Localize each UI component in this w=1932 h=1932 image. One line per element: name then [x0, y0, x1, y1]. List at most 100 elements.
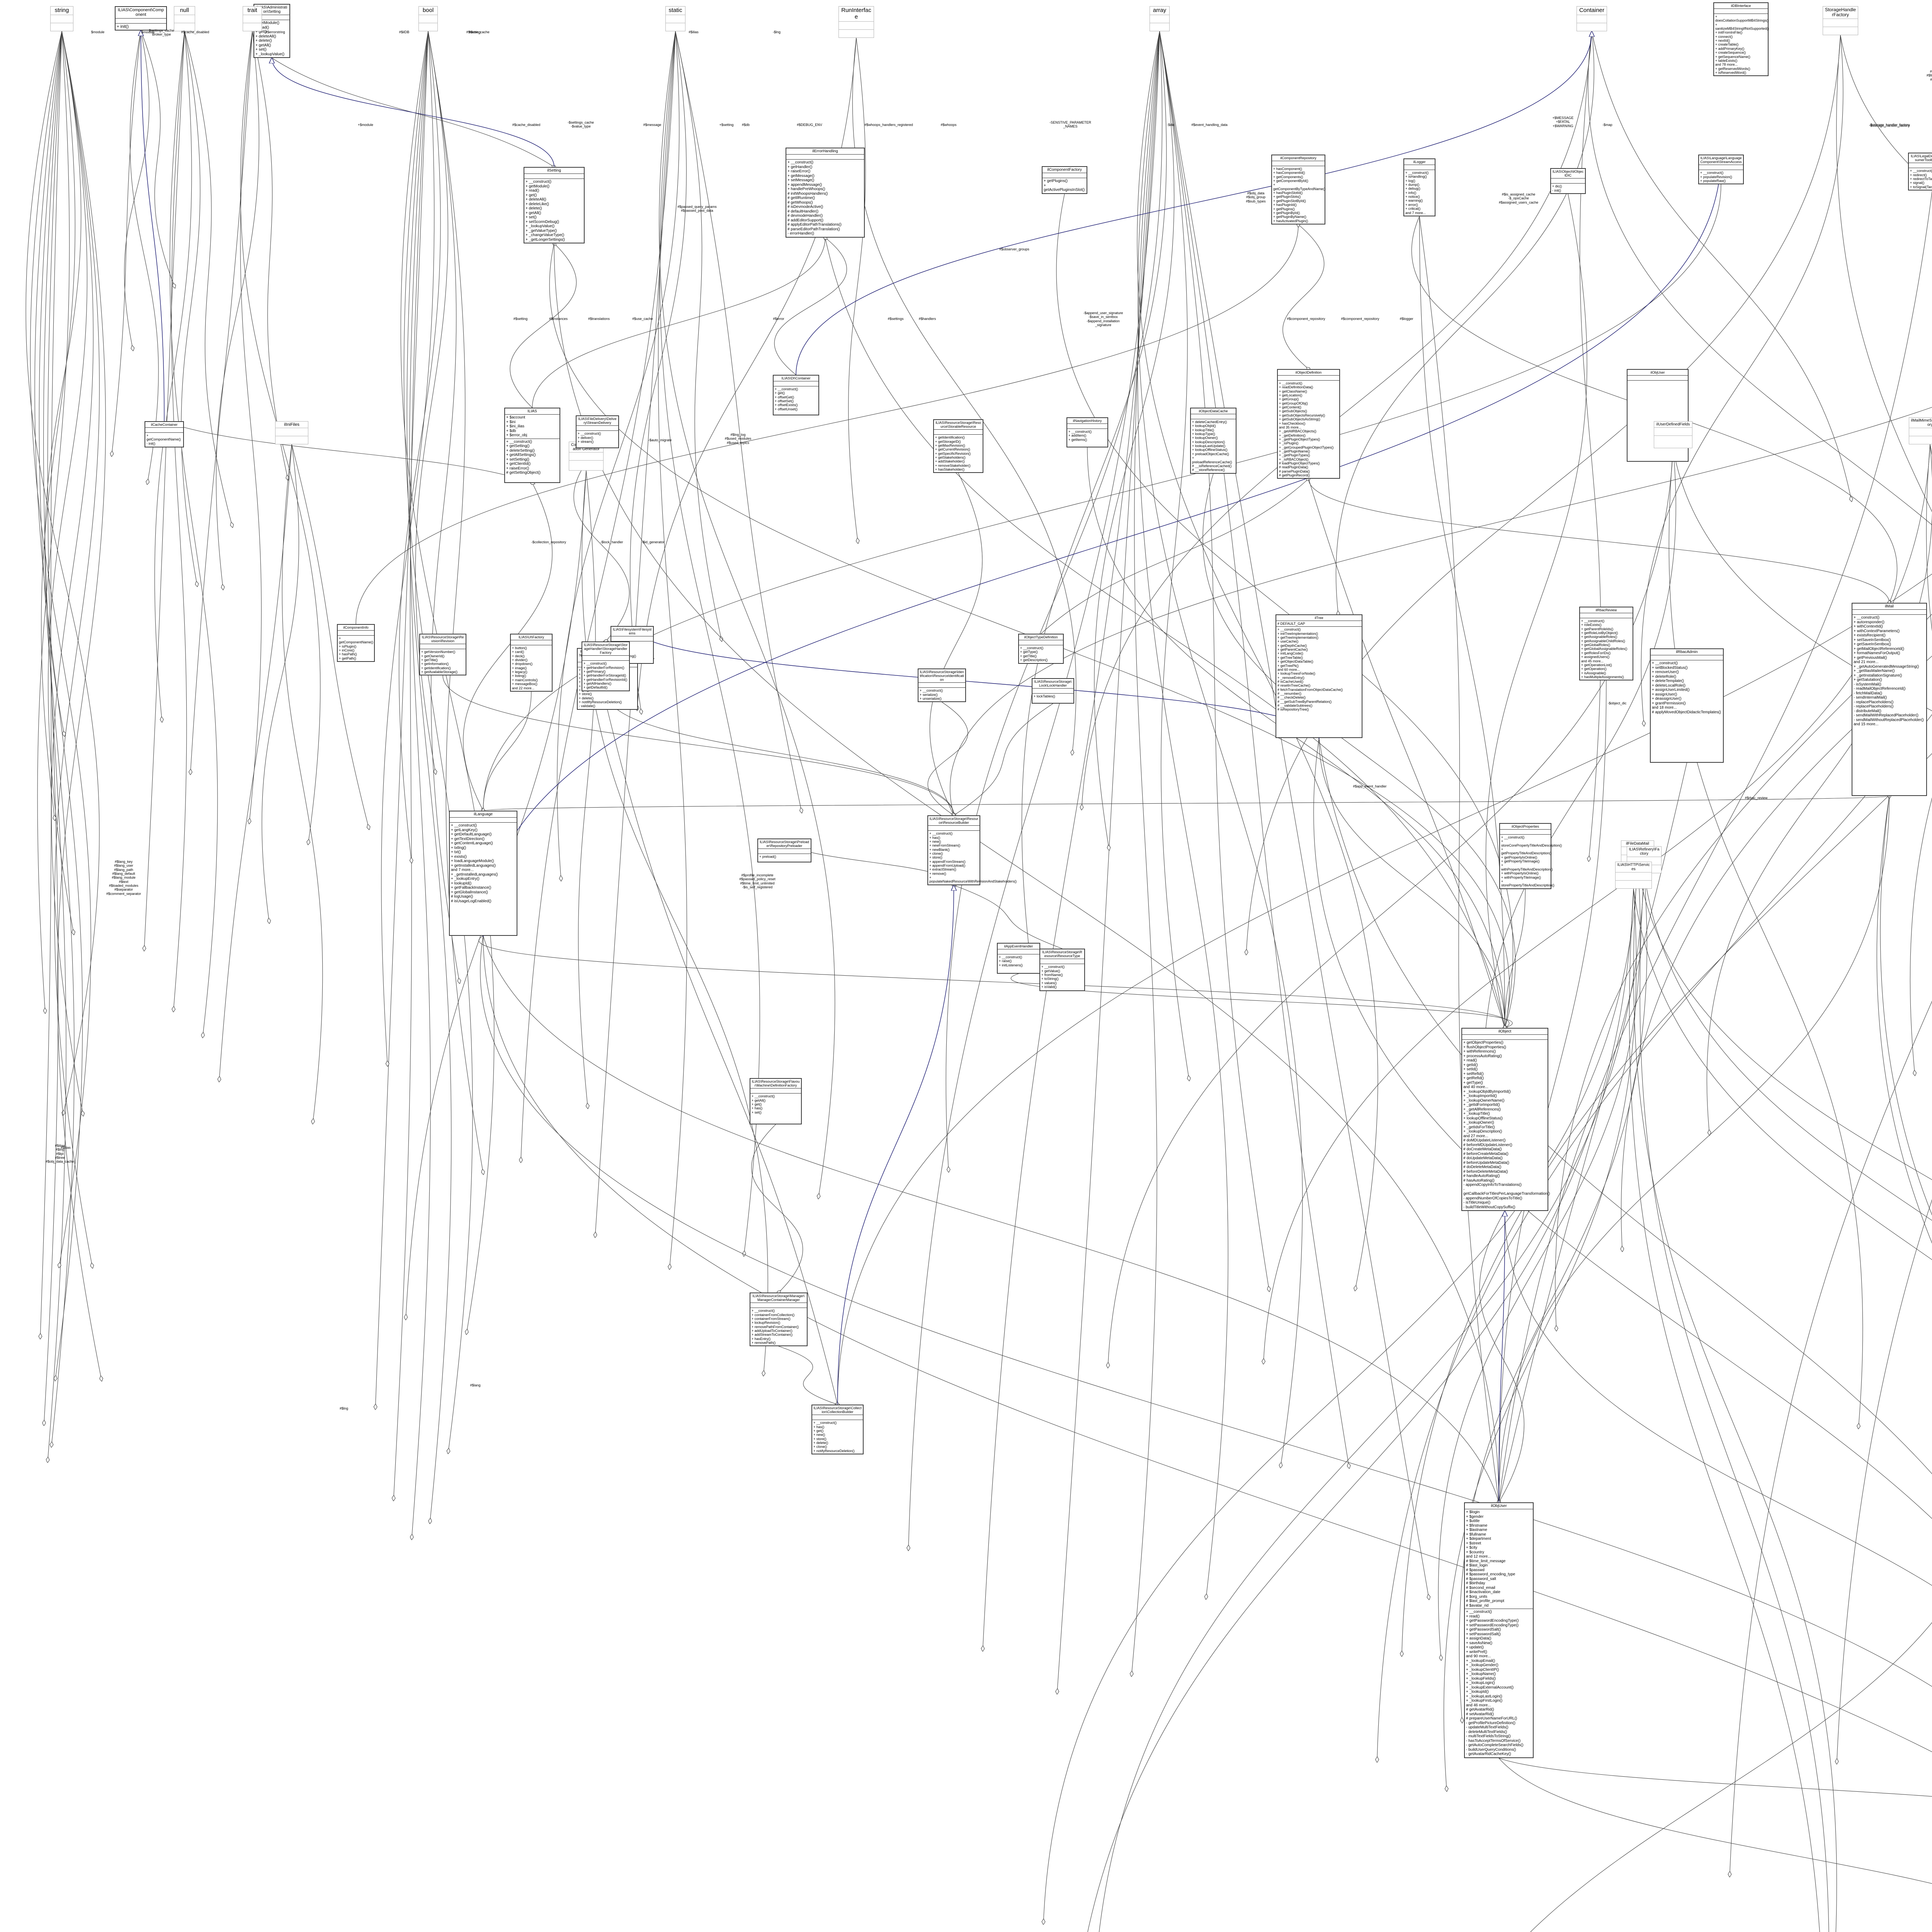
- class-node-ilias_objectilobjectdic[interactable]: ILIAS\Object\ilObjectDIC+ dic() - init(): [1550, 168, 1586, 194]
- class-node-ilias_dic1[interactable]: ILIAS\DI\Container+ __construct() + get(…: [773, 375, 819, 415]
- class-node-operations: + __construct() + roleExists() + getPare…: [1581, 619, 1628, 679]
- class-node-title: ILIAS\ResourceStorage\Revision\Revision: [420, 634, 466, 645]
- class-node-ilmailmimesender[interactable]: ilMailMimeSenderFactory: [1909, 417, 1932, 445]
- class-node-ilias_filedelivery[interactable]: ILIAS\FileDelivery\Delivery\StreamDelive…: [576, 415, 619, 448]
- edge-label: #$ilias #$lng #$tpl #$tree #$obj_data_ca…: [46, 1144, 74, 1164]
- class-node-attributes: [174, 15, 195, 23]
- class-node-bool[interactable]: bool: [418, 6, 438, 31]
- class-node-attributes: [1909, 428, 1932, 437]
- class-node-ilerrorhandling[interactable]: ilErrorHandling+ __construct() + getHand…: [786, 148, 865, 238]
- class-node-ilappeventhandler[interactable]: ilAppEventHandler+ __construct() + raise…: [997, 943, 1040, 974]
- class-node-ilias_rs3[interactable]: ILIAS\ResourceStorage\Resource\ResourceB…: [927, 815, 1017, 885]
- class-node-ilias_language[interactable]: ILIAS\Language\LanguageComponent\StreamA…: [1698, 155, 1744, 185]
- class-node-ilias_dic3[interactable]: ILIAS\HTTP\Services: [1615, 862, 1652, 889]
- class-node-illogger[interactable]: ilLogger+ __construct() + isHandling() +…: [1403, 158, 1435, 216]
- edge-label: -$lock_handler: [600, 540, 623, 544]
- edge-label: #$db: [742, 123, 750, 127]
- class-node-attributes: [611, 636, 653, 642]
- edge-label: #$ilias: [61, 1146, 71, 1150]
- class-node-ilmail[interactable]: ilMail+ __construct() + autoresponder() …: [1852, 603, 1927, 796]
- class-node-title: ilComponentInfo: [338, 625, 374, 631]
- class-node-ildbinterface[interactable]: ilDBInterface+ doesCollationSupportMB4St…: [1713, 2, 1769, 77]
- class-node-container[interactable]: Container: [1577, 6, 1607, 31]
- class-node-ilias_rs9[interactable]: ILIAS\ResourceStorage\Manager\ManagerCon…: [750, 1293, 808, 1347]
- class-node-attributes: [1823, 19, 1858, 27]
- edge-label: #$ilDB: [399, 30, 410, 34]
- class-node-operations: [419, 23, 437, 31]
- class-node-iltree[interactable]: ilTree# DEFAULT_GAP+ __construct() + ini…: [1276, 614, 1362, 738]
- class-node-null[interactable]: null: [174, 6, 195, 31]
- class-node-static[interactable]: static: [665, 6, 685, 31]
- class-node-ilobjectdatacache[interactable]: ilObjectDataCache+ deleteCachedEntry() +…: [1190, 408, 1236, 474]
- class-node-ilobjecttypedef[interactable]: ilObjectTypeDefinition+ __construct() + …: [1018, 634, 1064, 664]
- class-node-ilias_rs5[interactable]: ILIAS\ResourceStorage\StorageHandler\Sto…: [582, 641, 630, 691]
- class-node-string[interactable]: string: [50, 6, 73, 31]
- class-node-attributes: [666, 15, 685, 23]
- class-node-trait[interactable]: trait: [243, 6, 262, 31]
- class-node-attributes: [1272, 161, 1325, 167]
- class-node-title: ilCacheContainer: [145, 422, 183, 428]
- edge-label: #$lng_log #$used_modules #$used_topics: [724, 433, 752, 445]
- class-node-operations: + hasComponent() + hasComponentId() + ge…: [1273, 167, 1326, 223]
- class-node-ilsetting[interactable]: ilSetting+ __construct() + getModule() +…: [524, 167, 585, 244]
- class-node-operations: + __construct() + getSetting() + deleteS…: [506, 439, 541, 475]
- class-node-attributes: [338, 631, 374, 636]
- class-node-ilcachecontainer[interactable]: ilCacheContainer+ getComponentName() - i…: [145, 421, 184, 447]
- class-node-ilias_legaldocuments[interactable]: ILIAS\LegalDocuments\ConsumerToolbox\Rou…: [1908, 153, 1932, 190]
- class-node-array[interactable]: array: [1150, 6, 1170, 31]
- class-node-title: ilObjUser: [1628, 370, 1688, 376]
- class-node-title: ILIAS\ResourceStorage\Manager\ManagerCon…: [750, 1293, 807, 1303]
- class-node-ilobjectproperties[interactable]: ilObjectProperties+ __construct() + stor…: [1499, 823, 1562, 889]
- edge-label: #$whoops_handlers_registered: [864, 123, 913, 127]
- class-node-attributes: [1628, 376, 1688, 381]
- class-node-ilias_core[interactable]: ILIAS+ $account + $ini + $ini_ilias + $d…: [504, 408, 560, 483]
- class-node-attributes: [1404, 165, 1435, 170]
- class-node-ilobjectdefinition[interactable]: ilObjectDefinition+ __construct() + read…: [1277, 369, 1340, 479]
- class-node-ilias_rs8[interactable]: ILIAS\ResourceStorage\Resource\ResourceT…: [1039, 949, 1085, 991]
- edge-label: #$profile_incomplete #$passwd_policy_res…: [739, 873, 776, 889]
- class-node-ilias_rs6[interactable]: ILIAS\ResourceStorage\Revision\Revision+…: [419, 634, 466, 676]
- class-node-ilias_rs4[interactable]: ILIAS\ResourceStorage\Preloader\Reposito…: [757, 838, 811, 862]
- class-node-ilcomponentinfo[interactable]: ilComponentInfo+ getComponentName() + is…: [337, 624, 375, 662]
- class-node-attributes: [450, 818, 517, 823]
- class-node-operations: + getIdentification() + getStorageID() +…: [935, 435, 971, 471]
- edge-label: #$observer_groups: [999, 247, 1029, 251]
- class-node-title: bool: [419, 7, 437, 15]
- class-node-operations: + __construct() + get() + offsetGet() + …: [775, 387, 798, 411]
- edge-label: -$storage_handler_factory: [1869, 124, 1910, 128]
- class-node-ilinifiles[interactable]: ilIniFiles: [275, 421, 308, 445]
- class-node-operations: + __construct() + getHandler() + raiseEr…: [787, 160, 842, 236]
- class-node-ilias_component[interactable]: ILIAS\Component\Component+ init(): [115, 6, 167, 31]
- class-node-ilcomponentfactory[interactable]: ilComponentFactory+ getPlugins() + getAc…: [1042, 166, 1087, 194]
- class-node-title: ilObjectProperties: [1500, 824, 1551, 830]
- class-node-ilrbacadmin[interactable]: ilRbacAdmin+ __construct() + setBlockedS…: [1650, 648, 1724, 763]
- class-node-ilrbacreview[interactable]: ilRbacReview+ __construct() + roleExists…: [1579, 607, 1633, 681]
- class-node-runinterface[interactable]: RunInterface: [838, 6, 874, 38]
- class-node-iluserdefinedfields[interactable]: ilUserDefinedFields: [1654, 421, 1692, 448]
- edge-label: #$ilias: [689, 30, 699, 34]
- class-node-ilobjuser[interactable]: ilObjUser+ $login + $gender + $utitle + …: [1464, 1502, 1534, 1758]
- class-node-operations: + __construct() + raise() + initListener…: [999, 955, 1023, 967]
- class-node-ilias_rs11[interactable]: ILIAS\ResourceStorage\Collection\Collect…: [811, 1405, 864, 1454]
- class-node-title: ilMail: [1852, 604, 1926, 610]
- class-node-ilias_rs7[interactable]: ILIAS\ResourceStorage\Resource\StorableR…: [933, 419, 983, 473]
- class-node-ilcomponentrepository[interactable]: ilComponentRepository+ hasComponent() + …: [1271, 155, 1325, 224]
- class-node-ilias_rs2[interactable]: ILIAS\ResourceStorage\Lock\LockHandler+ …: [1032, 678, 1074, 704]
- class-node-title: ilMailMimeSenderFactory: [1909, 418, 1932, 429]
- class-node-ilias_rs10[interactable]: ILIAS\ResourceStorage\Flavour\Machine\De…: [750, 1078, 802, 1124]
- class-node-ilobject[interactable]: ilObject+ getObjectProperties() + flushO…: [1461, 1028, 1550, 1211]
- class-node-storagehandlerfactory[interactable]: StorageHandlerFactory: [1823, 6, 1858, 35]
- class-node-ilnavhistory[interactable]: ilNavigationHistory+ __construct() + add…: [1066, 417, 1108, 447]
- class-node-title: ILIAS\UI\Factory: [511, 634, 552, 641]
- class-node-title: ILIAS\Object\ilObjectDIC: [1551, 169, 1585, 179]
- class-node-attributes: [1654, 428, 1692, 436]
- class-node-illanguage[interactable]: ilLanguage+ __construct() + getLangKey()…: [449, 811, 517, 936]
- class-node-attributes: [1462, 1035, 1548, 1040]
- class-node-attributes: [420, 644, 466, 650]
- class-node-title: ilObjectTypeDefinition: [1019, 634, 1063, 641]
- edge-label: #$handlers: [918, 317, 936, 321]
- class-node-title: ilSetting: [524, 168, 584, 174]
- class-node-attributes: [750, 1088, 801, 1094]
- class-node-ilias_dic2[interactable]: ILIAS\UI\Factory+ button() + card() + de…: [510, 634, 553, 692]
- class-node-ilias_rs1[interactable]: ILIAS\ResourceStorage\Identification\Res…: [918, 668, 966, 702]
